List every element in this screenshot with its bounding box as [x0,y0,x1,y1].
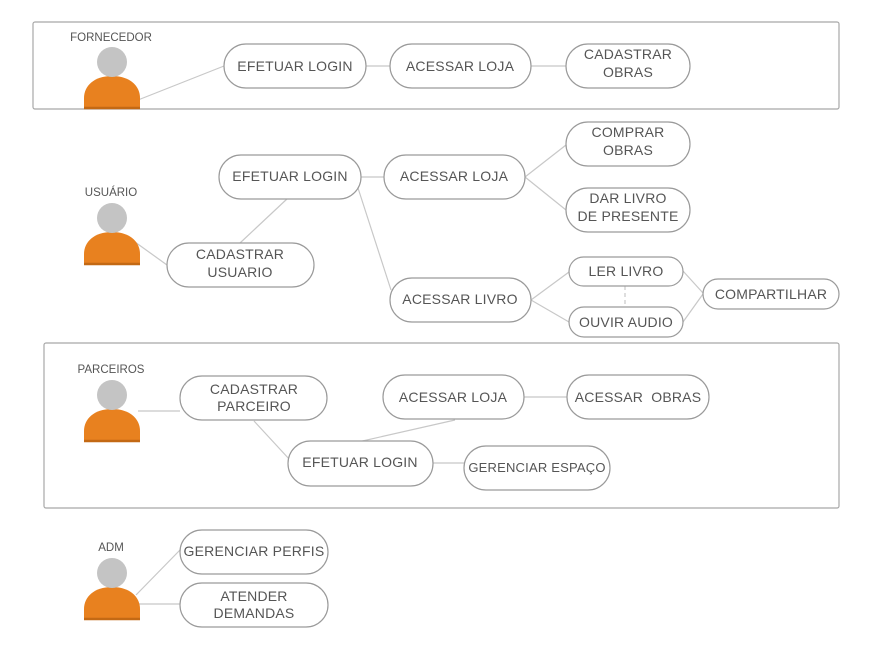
usecase-label: ACESSAR OBRAS [575,389,702,405]
usecase-usuario-acessar-livro: ACESSAR LIVRO [389,277,532,323]
actor-usuario-label: USUÁRIO [85,186,137,199]
usecase-label: GERENCIAR ESPAÇO [468,460,605,475]
usecase-label: CADASTRAR [584,46,672,62]
connectors [134,65,704,605]
usecase-label: GERENCIAR PERFIS [184,543,325,559]
usecase-label: DE PRESENTE [578,208,679,224]
usecase-usuario-ouvir-audio: OUVIR AUDIO [568,306,684,338]
usecase-label: ACESSAR LIVRO [402,291,517,307]
usecase-label: CADASTRAR [196,246,284,262]
usecase-label: OUVIR AUDIO [579,314,673,330]
actor-fornecedor-label: FORNECEDOR [70,32,152,44]
usecase-usuario-cadastrar-usuario: CADASTRAR USUARIO [166,242,315,288]
usecase-label: ACESSAR LOJA [406,58,515,74]
usecase-label: CADASTRAR [210,381,298,397]
usecase-label: COMPRAR [592,124,665,140]
actor-parceiros-label: PARCEIROS [78,364,145,376]
actor-fornecedor: FORNECEDOR [70,32,152,110]
usecase-parceiros-efetuar-login: EFETUAR LOGIN [287,440,434,487]
usecase-label: DAR LIVRO [589,190,666,206]
usecase-label: USUARIO [207,264,272,280]
usecase-usuario-dar-livro-presente: DAR LIVRO DE PRESENTE [565,187,691,233]
usecase-usuario-compartilhar: COMPARTILHAR [702,278,840,310]
actor-parceiros: PARCEIROS [78,364,145,443]
usecase-label: OBRAS [603,142,653,158]
usecase-parceiros-gerenciar-espaco: GERENCIAR ESPAÇO [463,445,611,491]
usecase-fornecedor-cadastrar-obras: CADASTRAR OBRAS [565,43,691,89]
actor-adm: ADM [82,542,142,621]
usecase-label: LER LIVRO [589,263,664,279]
actor-usuario: USUÁRIO [82,186,142,266]
usecase-usuario-efetuar-login: EFETUAR LOGIN [218,154,362,200]
usecase-usuario-ler-livro: LER LIVRO [568,256,684,287]
person-icon [82,201,142,266]
person-icon [82,556,142,621]
usecase-adm-atender-demandas: ATENDER DEMANDAS [179,582,329,628]
usecase-adm-gerenciar-perfis: GERENCIAR PERFIS [179,529,329,575]
usecase-parceiros-acessar-obras: ACESSAR OBRAS [566,374,710,420]
usecase-label: DEMANDAS [214,605,295,621]
usecase-label: OBRAS [603,64,653,80]
usecase-usuario-acessar-loja: ACESSAR LOJA [383,154,526,200]
usecase-usuario-comprar-obras: COMPRAR OBRAS [565,121,691,167]
usecase-label: PARCEIRO [217,398,291,414]
usecase-label: COMPARTILHAR [715,286,827,302]
actor-adm-label: ADM [98,542,124,554]
usecase-parceiros-acessar-loja: ACESSAR LOJA [382,374,525,420]
parceiros-frame [43,342,840,509]
usecase-label: EFETUAR LOGIN [302,454,417,470]
usecase-fornecedor-efetuar-login: EFETUAR LOGIN [223,43,367,89]
usecase-label: ATENDER [220,588,287,604]
usecase-parceiros-cadastrar-parceiro: CADASTRAR PARCEIRO [179,375,328,421]
usecase-label: ACESSAR LOJA [399,389,508,405]
usecase-fornecedor-acessar-loja: ACESSAR LOJA [389,43,532,89]
usecase-label: EFETUAR LOGIN [232,168,347,184]
usecase-label: ACESSAR LOJA [400,168,509,184]
usecase-label: EFETUAR LOGIN [237,58,352,74]
